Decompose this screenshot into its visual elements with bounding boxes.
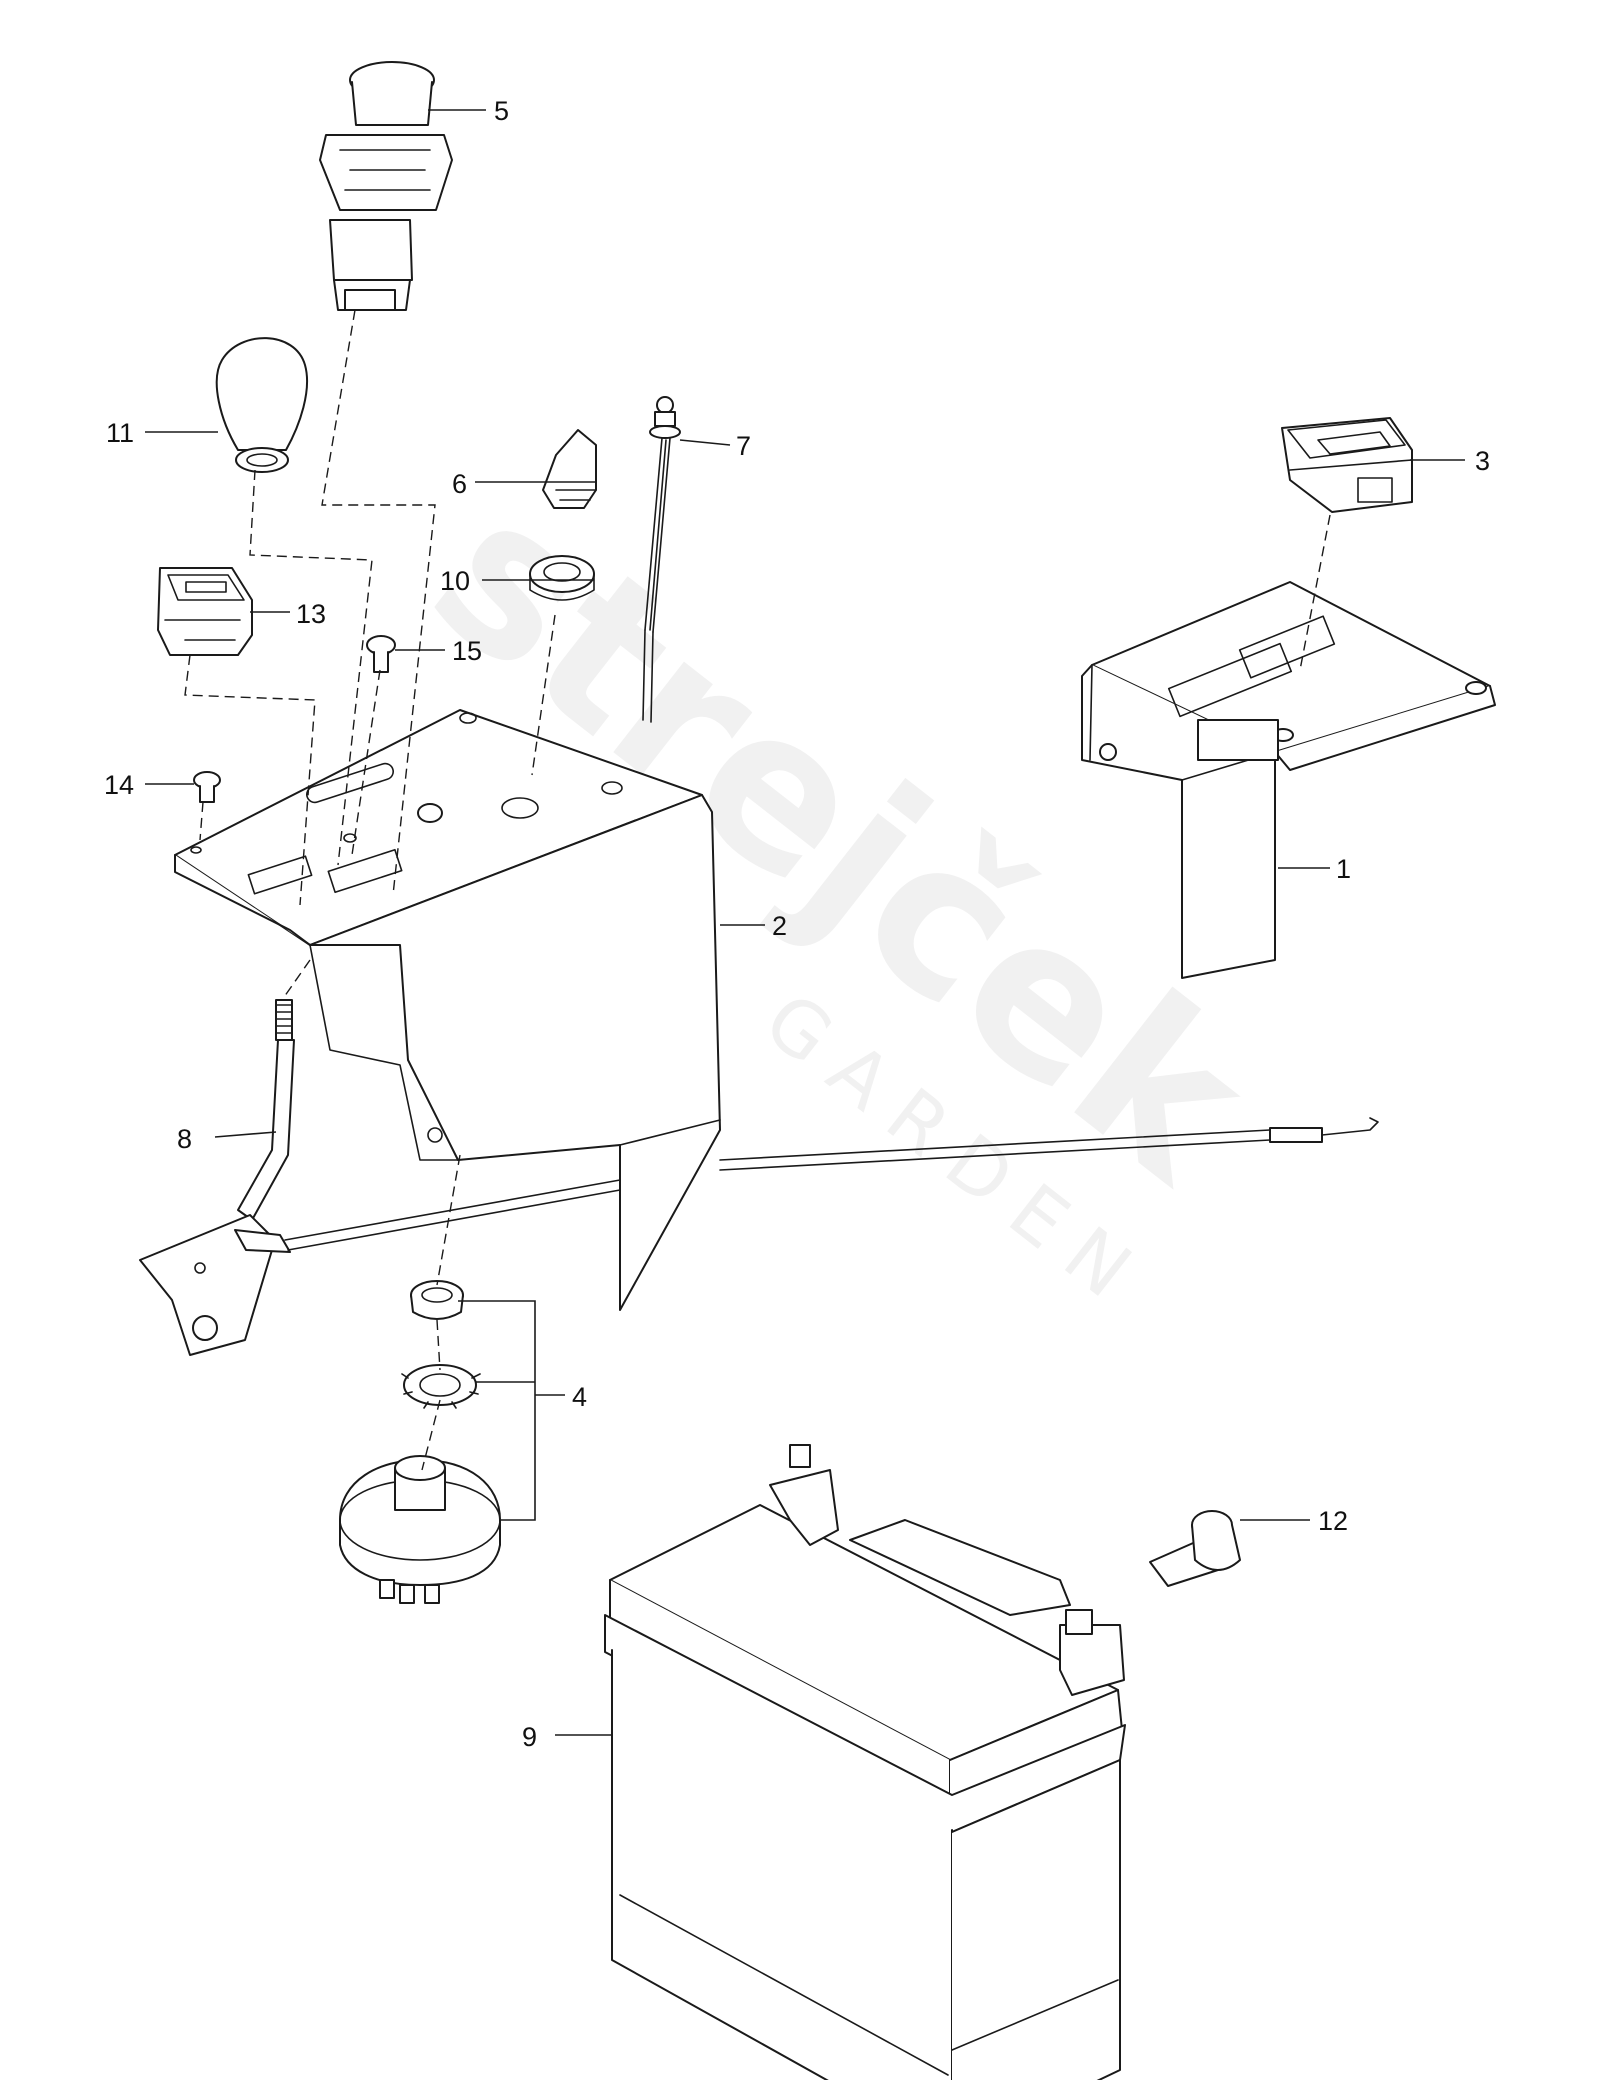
part-5-push-switch[interactable] bbox=[319, 61, 453, 311]
callout-4: 4 bbox=[572, 1382, 587, 1412]
callout-1: 1 bbox=[1336, 854, 1351, 884]
callout-9: 9 bbox=[522, 1722, 537, 1752]
callout-3: 3 bbox=[1475, 446, 1490, 476]
callout-13: 13 bbox=[296, 599, 326, 629]
assembly-lines bbox=[184, 309, 1331, 1471]
part-10-grommet[interactable] bbox=[529, 555, 595, 601]
leader-lines bbox=[145, 109, 1465, 1736]
part-4-ignition-switch-set[interactable] bbox=[339, 1280, 501, 1604]
callout-15: 15 bbox=[452, 636, 482, 666]
part-8-throttle-lever[interactable] bbox=[139, 999, 1379, 1356]
callout-8: 8 bbox=[177, 1124, 192, 1154]
callout-7: 7 bbox=[736, 431, 751, 461]
part-11-knob[interactable] bbox=[215, 337, 309, 473]
part-13-rocker-switch[interactable] bbox=[157, 567, 253, 656]
part-1-switch-bracket[interactable] bbox=[1081, 581, 1496, 979]
callout-12: 12 bbox=[1318, 1506, 1348, 1536]
callout-14: 14 bbox=[104, 770, 134, 800]
part-12-terminal-cap[interactable] bbox=[1149, 1510, 1241, 1587]
part-7-cable-plunger[interactable] bbox=[642, 396, 681, 723]
callout-6: 6 bbox=[452, 469, 467, 499]
part-14-screw[interactable] bbox=[193, 771, 221, 803]
callout-labels: 5 11 6 10 7 13 15 14 2 3 1 8 4 12 9 bbox=[104, 96, 1490, 1752]
part-9-battery[interactable] bbox=[604, 1444, 1126, 2080]
part-2-console-bracket[interactable] bbox=[174, 709, 721, 1311]
callout-11: 11 bbox=[106, 418, 134, 448]
part-3-switch[interactable] bbox=[1281, 417, 1413, 513]
callout-5: 5 bbox=[494, 96, 509, 126]
callout-10: 10 bbox=[440, 566, 470, 596]
part-6-lever-knob[interactable] bbox=[542, 429, 597, 509]
callout-2: 2 bbox=[772, 911, 787, 941]
part-15-screw[interactable] bbox=[366, 635, 396, 673]
